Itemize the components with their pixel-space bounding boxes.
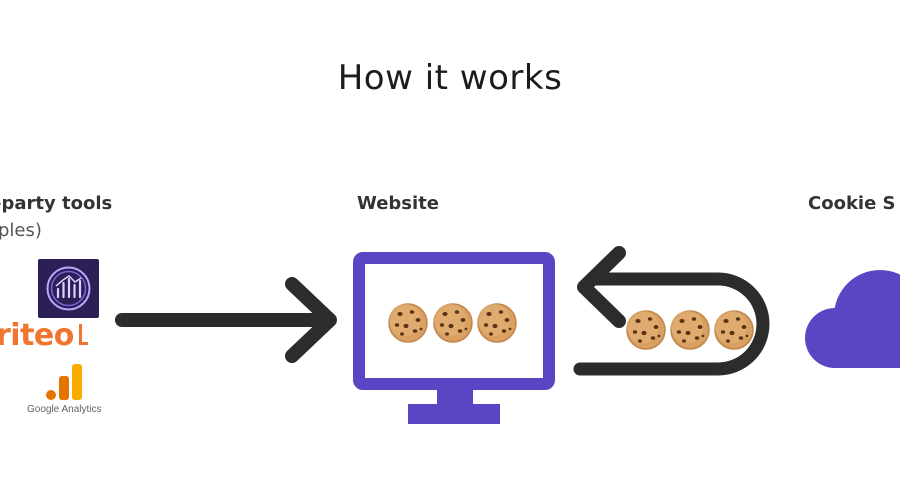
google-analytics-icon bbox=[46, 364, 84, 400]
cookie-source-label: Cookie S bbox=[808, 193, 896, 214]
cookie-icon bbox=[433, 303, 473, 343]
website-label: Website bbox=[357, 193, 440, 214]
cookie-icon bbox=[388, 303, 428, 343]
adobe-analytics-icon bbox=[38, 259, 99, 318]
website-cookies bbox=[388, 303, 517, 343]
third-party-sublabel: ples) bbox=[0, 220, 42, 241]
monitor-icon bbox=[353, 252, 555, 424]
third-party-label: -party tools bbox=[0, 193, 113, 214]
cookie-source-cookies bbox=[626, 310, 754, 350]
criteo-logo: riteo bbox=[0, 318, 88, 353]
arrow-return-icon bbox=[573, 246, 770, 376]
criteo-logo-text: riteo bbox=[0, 318, 74, 353]
arrow-right-icon bbox=[115, 277, 337, 363]
cookie-icon bbox=[477, 303, 517, 343]
google-analytics-text: Google Analytics bbox=[27, 404, 102, 415]
cookie-icon bbox=[670, 310, 710, 350]
slide-title: How it works bbox=[337, 58, 563, 98]
cookie-icon bbox=[714, 310, 754, 350]
cookie-icon bbox=[626, 310, 666, 350]
cloud-icon bbox=[805, 270, 900, 368]
